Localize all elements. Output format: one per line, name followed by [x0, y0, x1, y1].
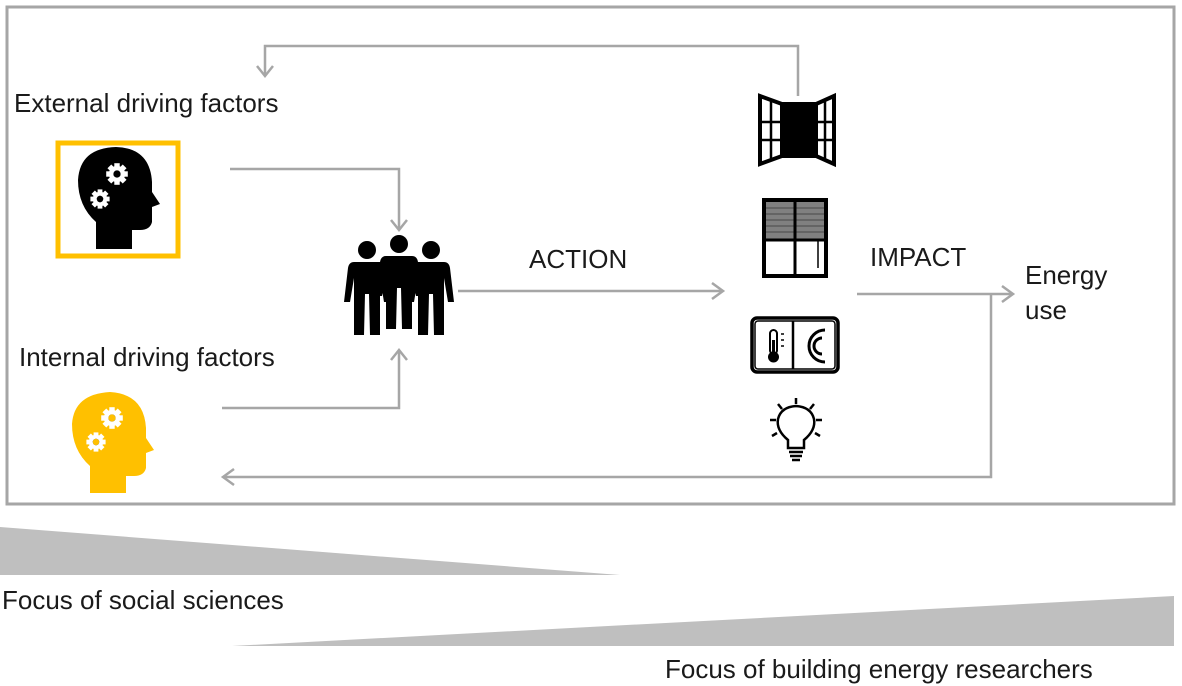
open-window-icon — [758, 92, 836, 168]
external-to-people-arrow — [230, 167, 401, 228]
thermostat-icon — [750, 316, 840, 374]
action-label: ACTION — [529, 244, 628, 274]
impact-label: IMPACT — [870, 242, 967, 272]
window-blind-icon — [762, 198, 828, 278]
internal-head-gears-icon — [72, 392, 154, 493]
light-bulb-icon — [770, 398, 822, 462]
focus-social-sciences-label: Focus of social sciences — [2, 585, 284, 615]
energy-use-label: Energy use — [1025, 260, 1108, 325]
internal-driving-factors-label: Internal driving factors — [19, 342, 275, 372]
diagram-frame — [5, 5, 1176, 506]
group-of-people-icon — [344, 235, 454, 335]
focus-building-energy-researchers-label: Focus of building energy researchers — [665, 654, 1093, 684]
external-head-gears-icon — [55, 140, 181, 259]
external-driving-factors-label: External driving factors — [14, 88, 279, 118]
social-sciences-focus-wedge — [0, 527, 620, 575]
feedback-arrow-top — [263, 44, 800, 96]
internal-to-people-arrow — [222, 352, 401, 410]
building-researchers-focus-wedge — [232, 596, 1174, 646]
feedback-arrow-bottom — [224, 294, 993, 479]
